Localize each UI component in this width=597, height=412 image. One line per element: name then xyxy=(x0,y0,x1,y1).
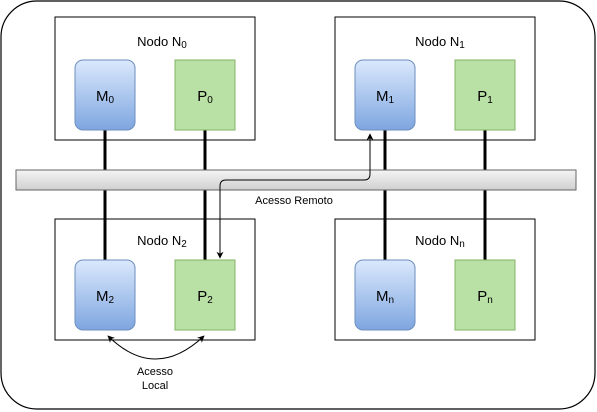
bus-connectors xyxy=(103,130,487,260)
memory-box-m2 xyxy=(74,259,136,331)
processor-label-p2: P2 xyxy=(197,288,213,306)
memory-label-m1: M1 xyxy=(376,88,395,106)
node-title-n0: Nodo N0 xyxy=(137,34,187,51)
processor-box-pn xyxy=(454,259,516,331)
processor-label-p1: P1 xyxy=(477,88,493,106)
local-access-label-line1: Acesso xyxy=(137,366,173,378)
memory-label-m2: M2 xyxy=(96,288,115,306)
memory-label-mn: Mn xyxy=(376,288,394,306)
memory-box-m1 xyxy=(354,59,416,131)
processor-label-p0: P0 xyxy=(197,88,213,106)
memory-label-m0: M0 xyxy=(96,88,115,106)
node-title-n1: Nodo N1 xyxy=(415,34,465,51)
remote-access-arrow xyxy=(216,133,374,259)
processor-box-p1 xyxy=(454,59,516,131)
processor-label-pn: Pn xyxy=(477,288,493,306)
memory-box-mn xyxy=(354,259,416,331)
remote-access-label: Acesso Remoto xyxy=(255,195,333,207)
processor-box-p0 xyxy=(174,59,236,131)
node-title-nn: Nodo Nn xyxy=(415,233,465,250)
processor-box-p2 xyxy=(174,259,236,331)
local-access-arrow xyxy=(107,335,205,360)
memory-box-m0 xyxy=(74,59,136,131)
node-title-n2: Nodo N2 xyxy=(137,233,187,250)
local-access-label-line2: Local xyxy=(142,380,168,392)
